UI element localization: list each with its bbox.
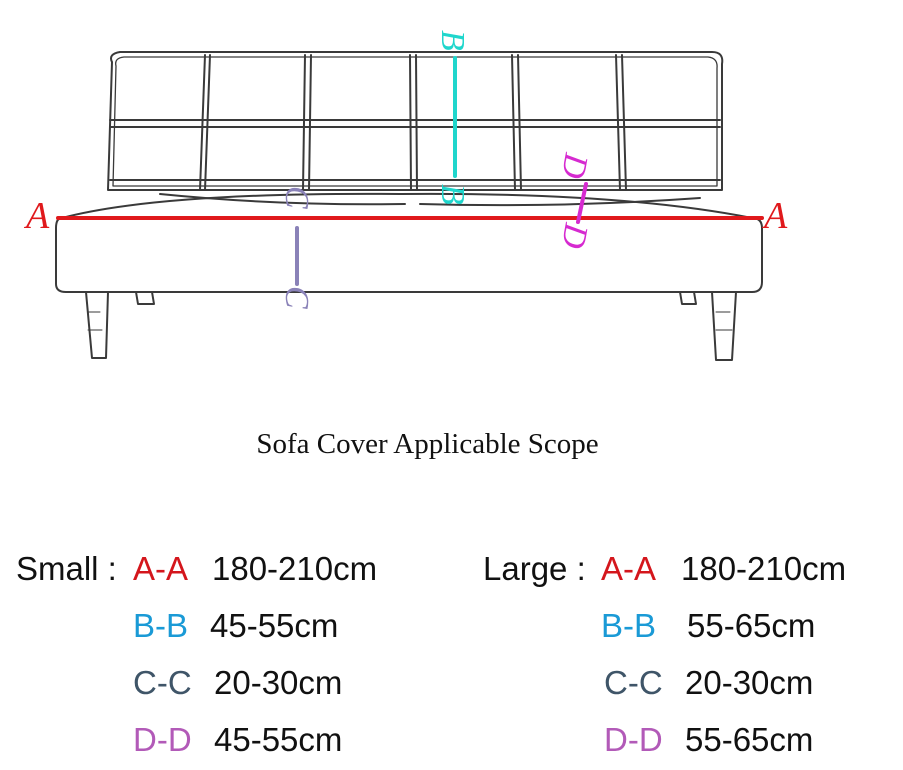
label-c-top: C — [278, 186, 315, 209]
small-value-c: 20-30cm — [214, 664, 343, 701]
sofa-outline — [55, 51, 763, 361]
small-code-a: A-A — [133, 550, 189, 587]
label-a-left: A — [23, 195, 50, 237]
small-code-d: D-D — [133, 721, 192, 758]
small-value-b: 45-55cm — [210, 607, 339, 644]
label-d-bottom: D — [554, 220, 595, 252]
line-d-d — [576, 182, 588, 224]
large-code-a: A-A — [601, 550, 657, 587]
small-value-d: 45-55cm — [214, 721, 343, 758]
large-value-c: 20-30cm — [685, 664, 814, 701]
large-code-b: B-B — [601, 607, 657, 644]
diagram-caption: Sofa Cover Applicable Scope — [256, 428, 599, 460]
large-value-b: 55-65cm — [687, 607, 816, 644]
large-code-c: C-C — [604, 664, 663, 701]
small-value-a: 180-210cm — [212, 550, 378, 587]
large-value-a: 180-210cm — [681, 550, 847, 587]
small-code-c: C-C — [133, 664, 192, 701]
large-size-label: Large : — [483, 550, 586, 587]
large-code-d: D-D — [604, 721, 663, 758]
large-value-d: 55-65cm — [685, 721, 814, 758]
sofa-diagram: A A B B C C D D — [23, 30, 788, 361]
label-b-top: B — [434, 30, 471, 51]
label-a-right: A — [761, 195, 788, 237]
measurement-lines — [56, 56, 764, 286]
label-c-bottom: C — [278, 286, 315, 309]
label-d-top: D — [554, 150, 595, 182]
label-b-bottom: B — [434, 184, 471, 205]
small-size-label: Small : — [16, 550, 117, 587]
small-code-b: B-B — [133, 607, 189, 644]
